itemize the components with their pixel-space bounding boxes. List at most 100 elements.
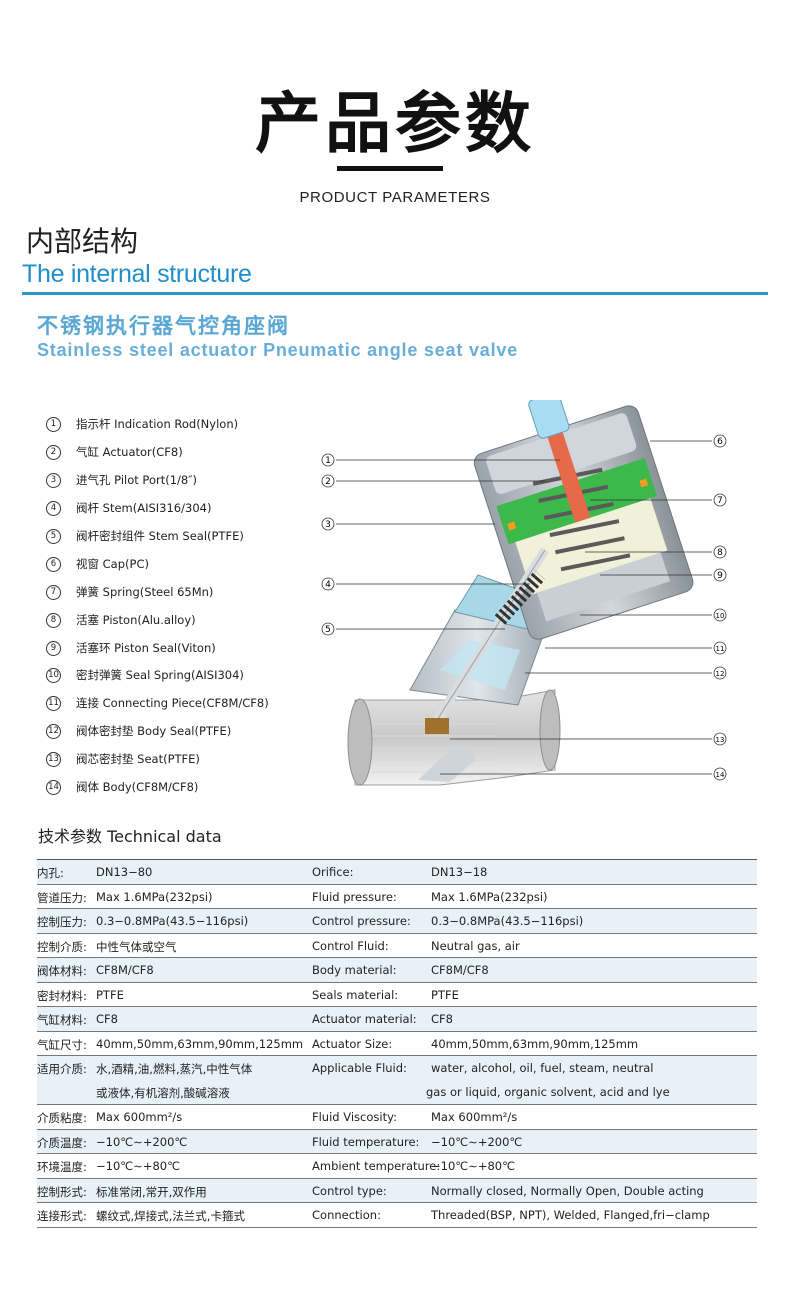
- spec-key-en: Seals material:: [312, 987, 399, 1002]
- spec-value-cn: 标准常闭,常开,双作用: [96, 1184, 207, 1199]
- spec-key-cn: 内孔:: [37, 866, 64, 880]
- part-label: 活塞环 Piston Seal(Viton): [76, 641, 216, 655]
- spec-value-en: 40mm,50mm,63mm,90mm,125mm: [431, 1036, 639, 1051]
- spec-value-cn-line2: 或液体,有机溶剂,酸碱溶液: [96, 1086, 230, 1100]
- callout-1: 1: [321, 453, 335, 467]
- spec-value-en: −10℃∼+200℃: [431, 1134, 523, 1149]
- page-title: 产品参数: [255, 85, 535, 162]
- part-label: 进气孔 Pilot Port(1/8″): [76, 473, 198, 487]
- part-number-badge: 13: [46, 751, 61, 767]
- table-row: 介质温度: −10℃∼+200℃ Fluid temperature: −10℃…: [37, 1129, 757, 1154]
- part-item: 13 阀芯密封垫 Seat(PTFE): [46, 749, 200, 769]
- part-item: 9 活塞环 Piston Seal(Viton): [46, 638, 216, 658]
- callout-2-label: 2: [325, 477, 331, 487]
- callout-10: 10: [713, 608, 727, 622]
- spec-key-cn: 阀体材料:: [37, 964, 87, 978]
- spec-value-cn: PTFE: [96, 987, 124, 1002]
- spec-key-cn: 管道压力:: [37, 890, 87, 905]
- part-number-badge: 9: [46, 640, 61, 656]
- spec-value-cn: 40mm,50mm,63mm,90mm,125mm: [96, 1036, 304, 1051]
- callout-5-label: 5: [325, 625, 331, 635]
- spec-value-en: CF8: [431, 1012, 453, 1026]
- spec-value-en: PTFE: [431, 987, 459, 1002]
- part-label: 指示杆 Indication Rod(Nylon): [76, 417, 239, 431]
- callout-9: 9: [713, 568, 727, 582]
- part-number-badge: 5: [46, 528, 61, 544]
- callout-9-label: 9: [717, 571, 723, 581]
- spec-key-en: Orifice:: [312, 865, 354, 879]
- part-label: 活塞 Piston(Alu.alloy): [76, 613, 196, 627]
- spec-value-cn: −10℃∼+200℃: [96, 1134, 188, 1149]
- section-title-cn: 内部结构: [26, 225, 139, 258]
- spec-key-en: Fluid temperature:: [312, 1134, 420, 1149]
- callout-6-label: 6: [717, 437, 723, 447]
- part-number-badge: 3: [46, 472, 61, 488]
- spec-value-en: Max 600mm²/s: [431, 1110, 518, 1124]
- table-row: 控制形式: 标准常闭,常开,双作用 Control type: Normally…: [37, 1178, 757, 1203]
- valve-cross-section-diagram: 1 2 3 4 5 6 7 8 9 10 11 12 13 14: [321, 400, 727, 786]
- spec-value-en-line2: gas or liquid, organic solvent, acid and…: [426, 1085, 670, 1099]
- spec-key-en: Body material:: [312, 963, 397, 977]
- part-number-badge: 4: [46, 500, 61, 516]
- spec-value-en: CF8M/CF8: [431, 963, 489, 977]
- table-row: 连接形式: 螺纹式,焊接式,法兰式,卡箍式 Connection: Thread…: [37, 1203, 757, 1228]
- spec-key-en: Connection:: [312, 1208, 381, 1222]
- spec-value-cn: Max 1.6MPa(232psi): [96, 889, 213, 904]
- spec-value-en: −10℃∼+80℃: [431, 1159, 516, 1173]
- table-row: 控制压力: 0.3−0.8MPa(43.5−116psi) Control pr…: [37, 909, 757, 934]
- table-row: 内孔: DN13−80 Orifice: DN13−18: [37, 860, 757, 885]
- spec-key-cn: 介质温度:: [37, 1135, 87, 1150]
- callout-14: 14: [713, 767, 727, 781]
- part-label: 阀杆密封组件 Stem Seal(PTFE): [76, 529, 244, 543]
- part-label: 阀杆 Stem(AISI316/304): [76, 501, 212, 515]
- spec-key-cn: 连接形式:: [37, 1209, 87, 1223]
- spec-key-en: Actuator Size:: [312, 1036, 393, 1051]
- spec-value-en: water, alcohol, oil, fuel, steam, neutra…: [431, 1061, 654, 1075]
- spec-key-en: Ambient temperature:: [312, 1159, 441, 1173]
- part-label: 阀芯密封垫 Seat(PTFE): [76, 752, 200, 766]
- callout-4-label: 4: [325, 580, 331, 590]
- callout-12-label: 12: [716, 670, 725, 678]
- part-label: 阀体密封垫 Body Seal(PTFE): [76, 724, 232, 738]
- callout-6: 6: [713, 434, 727, 448]
- spec-value-cn: 中性气体或空气: [96, 939, 177, 954]
- spec-value-cn: −10℃∼+80℃: [96, 1159, 181, 1173]
- callout-8: 8: [713, 545, 727, 559]
- spec-key-cn: 控制形式:: [37, 1184, 87, 1199]
- table-row: 适用介质: 水,酒精,油,燃料,蒸汽,中性气体 或液体,有机溶剂,酸碱溶液 Ap…: [37, 1056, 757, 1105]
- table-row: 介质粘度: Max 600mm²/s Fluid Viscosity: Max …: [37, 1105, 757, 1130]
- spec-table: 内孔: DN13−80 Orifice: DN13−18 管道压力: Max 1…: [37, 859, 757, 1228]
- callout-8-label: 8: [717, 548, 723, 558]
- spec-value-cn: 水,酒精,油,燃料,蒸汽,中性气体: [96, 1062, 253, 1076]
- callout-11: 11: [713, 641, 727, 655]
- product-name-en: Stainless steel actuator Pneumatic angle…: [37, 340, 518, 360]
- spec-value-en: 0.3−0.8MPa(43.5−116psi): [431, 914, 584, 928]
- spec-value-en: Normally closed, Normally Open, Double a…: [431, 1183, 704, 1198]
- spec-value-en: Max 1.6MPa(232psi): [431, 889, 548, 904]
- spec-value-cn: CF8: [96, 1012, 118, 1026]
- spec-key-cn: 控制压力:: [37, 915, 87, 929]
- part-number-badge: 14: [46, 779, 61, 795]
- section-title-en: The internal structure: [22, 260, 252, 288]
- callout-14-label: 14: [716, 771, 725, 779]
- part-label: 气缸 Actuator(CF8): [76, 445, 183, 459]
- spec-key-cn: 环境温度:: [37, 1160, 87, 1174]
- part-number-badge: 7: [46, 584, 61, 600]
- section-divider: [22, 292, 768, 295]
- spec-value-cn: 螺纹式,焊接式,法兰式,卡箍式: [96, 1209, 245, 1223]
- callout-lines: [336, 440, 712, 775]
- spec-value-cn: Max 600mm²/s: [96, 1110, 183, 1124]
- spec-key-en: Fluid pressure:: [312, 889, 397, 904]
- spec-value-en: Threaded(BSP, NPT), Welded, Flanged,fri−…: [431, 1208, 710, 1222]
- part-item: 5 阀杆密封组件 Stem Seal(PTFE): [46, 526, 244, 546]
- part-item: 3 进气孔 Pilot Port(1/8″): [46, 470, 197, 490]
- valve-body: [347, 689, 561, 786]
- spec-key-cn: 控制介质:: [37, 939, 87, 954]
- table-row: 密封材料: PTFE Seals material: PTFE: [37, 983, 757, 1007]
